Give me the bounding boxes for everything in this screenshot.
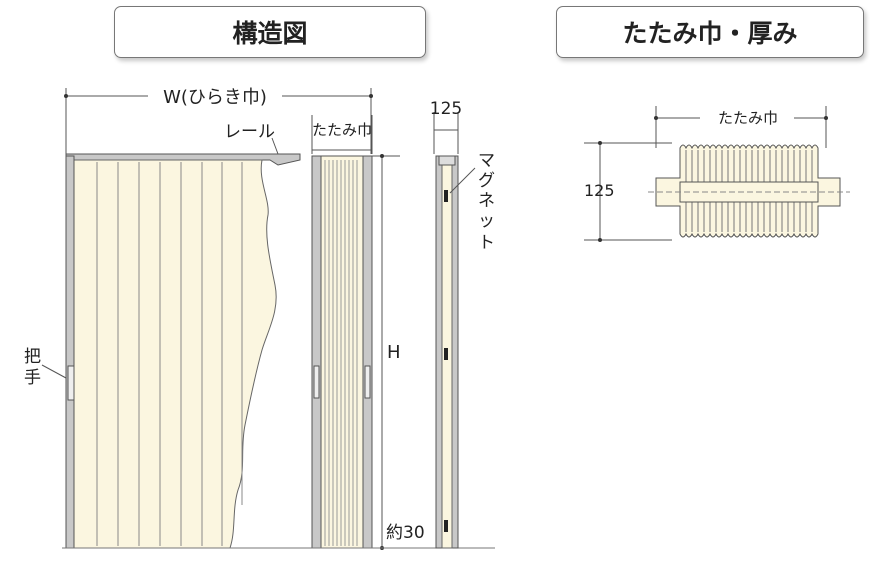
fold-width-label: たたみ巾 xyxy=(312,121,372,139)
rail-label: レール xyxy=(224,122,275,142)
structure-diagram-title: 構造図 xyxy=(114,6,426,58)
top-fold-width-label: たたみ巾 xyxy=(718,109,778,127)
handle xyxy=(67,365,75,401)
height-label: H xyxy=(387,342,401,363)
magnet-char-4: ッ xyxy=(478,211,495,231)
front-view: W(ひらき巾) レール 把 手 xyxy=(24,87,373,549)
magnet-char-1: マ xyxy=(478,151,495,171)
magnet-char-5: ト xyxy=(478,233,495,253)
folded-cross-section: たたみ巾 125 xyxy=(584,106,850,242)
handle-label-1: 把 xyxy=(24,347,41,367)
height-dimension: H 約30 xyxy=(372,154,425,550)
open-width-label: W(ひらき巾) xyxy=(163,87,267,108)
fold-width-thickness-title: たたみ巾・厚み xyxy=(556,6,864,58)
thickness-label: 125 xyxy=(584,181,615,200)
magnet-char-2: グ xyxy=(478,171,495,191)
side-view: 125 マ グ ネ ッ ト xyxy=(430,99,495,549)
bottom-gap-label: 約30 xyxy=(386,523,425,543)
folded-view: たたみ巾 xyxy=(311,115,373,549)
accordion-panel xyxy=(73,159,277,549)
handle-label-2: 手 xyxy=(24,368,41,388)
depth-label: 125 xyxy=(430,99,462,119)
magnet-char-3: ネ xyxy=(478,191,495,211)
